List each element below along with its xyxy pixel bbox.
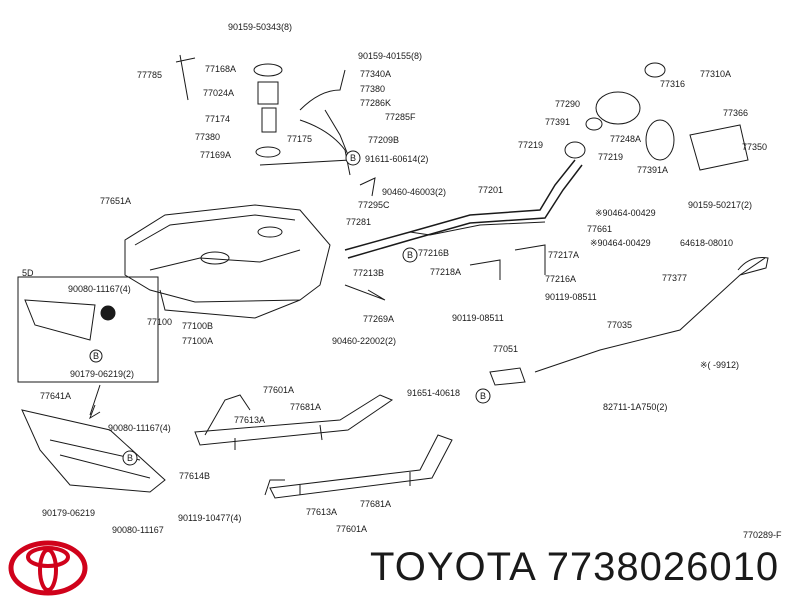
inset-label: 5D [22, 268, 34, 278]
callout-b-5 [89, 349, 103, 363]
part-label: 77100A [182, 336, 213, 346]
part-label: 77217A [548, 250, 579, 260]
part-label: 77219 [518, 140, 543, 150]
part-label: 77269A [363, 314, 394, 324]
part-label: 90119-08511 [545, 292, 597, 302]
part-label: 77601A [336, 524, 367, 534]
part-label: 77168A [205, 64, 236, 74]
part-label: 91651-40618 [407, 388, 460, 398]
callout-b-1 [345, 150, 361, 166]
part-label: ※( -9912) [700, 360, 739, 370]
part-label: 77614B [179, 471, 210, 481]
part-label: 77391 [545, 117, 570, 127]
part-label: 90080-11167 [112, 525, 164, 535]
callout-b-3-text: B [480, 391, 486, 401]
fuel-tank [124, 204, 331, 303]
part-label: 77174 [205, 114, 230, 124]
callout-b-1-text: B [350, 153, 356, 163]
part-label: 77350 [742, 142, 767, 152]
part-label: ※90464-00429 [590, 238, 651, 248]
part-label: 77248A [610, 134, 641, 144]
part-label: 90159-50343(8) [228, 22, 292, 32]
callout-b-4 [122, 450, 138, 466]
part-label: 77661 [587, 224, 612, 234]
toyota-logo [8, 540, 88, 596]
fuel-lid-cable [534, 257, 766, 373]
part-label: 77316 [660, 79, 685, 89]
part-label: 90080-11167(4) [108, 423, 171, 433]
part-label: 77340A [360, 69, 391, 79]
part-label: 77100B [182, 321, 213, 331]
part-number: 7738026010 [546, 545, 780, 589]
part-label: 77391A [637, 165, 668, 175]
part-label: 90119-08511 [452, 313, 504, 323]
part-label: 77380 [360, 84, 385, 94]
part-label: 77216A [545, 274, 576, 284]
part-label: 77380 [195, 132, 220, 142]
callout-b-5-text: B [93, 351, 99, 361]
part-label: 77681A [360, 499, 391, 509]
callout-b-4-text: B [127, 453, 133, 463]
callout-b-3 [475, 388, 491, 404]
part-label: 77785 [137, 70, 162, 80]
filler-pipe [344, 159, 576, 251]
part-label: 82711-1A750(2) [603, 402, 667, 412]
part-label: 77613A [234, 415, 265, 425]
part-label: 90179-06219(2) [70, 369, 134, 379]
part-label: 77295C [358, 200, 390, 210]
callout-b-2-text: B [407, 250, 413, 260]
part-label: 77310A [700, 69, 731, 79]
part-label: ※90464-00429 [595, 208, 656, 218]
part-label: 77285F [385, 112, 416, 122]
part-label: 77035 [607, 320, 632, 330]
part-label: 77218A [430, 267, 461, 277]
part-label: 77169A [200, 150, 231, 160]
part-label: 90179-06219 [42, 508, 95, 518]
part-label: 90119-10477(4) [178, 513, 241, 523]
part-label: 77601A [263, 385, 294, 395]
tank-band-lower [269, 434, 453, 499]
part-label: 77216B [418, 248, 449, 258]
part-label: 77281 [346, 217, 371, 227]
brand-name: TOYOTA [370, 545, 535, 589]
part-label: 90080-11167(4) [68, 284, 131, 294]
part-label: 77366 [723, 108, 748, 118]
part-label: 77613A [306, 507, 337, 517]
part-label: 77219 [598, 152, 623, 162]
part-label: 77051 [493, 344, 518, 354]
part-label: 77100 [147, 317, 172, 327]
diagram-code: 770289-F [743, 530, 782, 540]
part-label: 91611-60614(2) [365, 154, 428, 164]
inset-5d [17, 276, 159, 383]
part-label: 90159-40155(8) [358, 51, 422, 61]
part-label: 77201 [478, 185, 503, 195]
part-label: 77377 [662, 273, 687, 283]
part-label: 77290 [555, 99, 580, 109]
brand-part-title: TOYOTA 7738026010 [370, 545, 779, 590]
part-label: 77286K [360, 98, 391, 108]
part-label: 77213B [353, 268, 384, 278]
part-label: 90460-22002(2) [332, 336, 396, 346]
part-label: 90159-50217(2) [688, 200, 752, 210]
part-label: 77175 [287, 134, 312, 144]
callout-b-2 [402, 247, 418, 263]
part-label: 77209B [368, 135, 399, 145]
part-label: 77024A [203, 88, 234, 98]
part-label: 90460-46003(2) [382, 187, 446, 197]
part-label: 77681A [290, 402, 321, 412]
part-label: 77651A [100, 196, 131, 206]
part-label: 64618-08010 [680, 238, 733, 248]
tank-band-upper [194, 394, 394, 446]
part-label: 77641A [40, 391, 71, 401]
